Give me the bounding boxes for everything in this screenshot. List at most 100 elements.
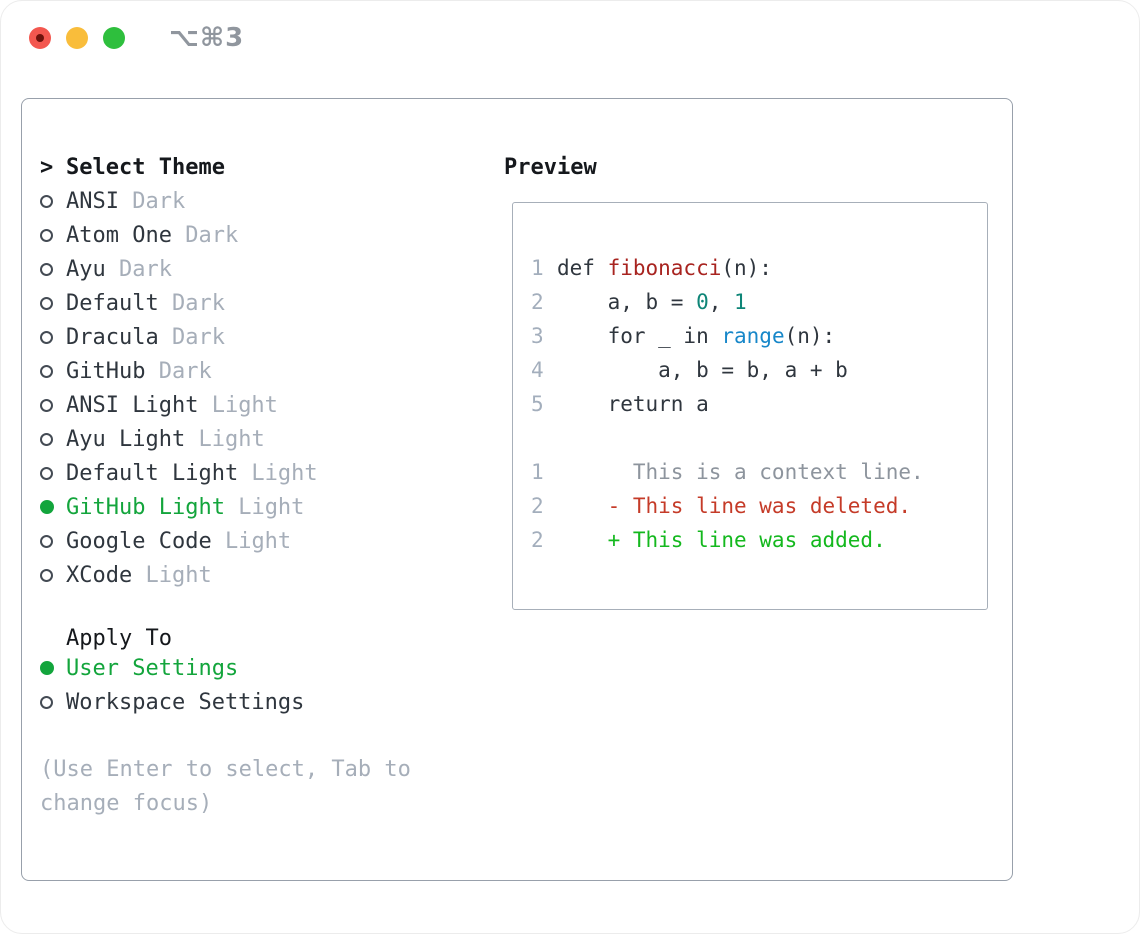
code-line: 4 a, b = b, a + b — [531, 353, 987, 387]
theme-option-github-light[interactable]: GitHub Light Light — [40, 490, 480, 524]
code-line: 2 + This line was added. — [531, 523, 987, 557]
radio-circle — [40, 296, 53, 310]
apply-option-label: User Settings — [66, 655, 239, 681]
theme-variant-label: Dark — [158, 290, 225, 316]
theme-variant-label: Light — [198, 392, 278, 418]
radio-selected-icon — [40, 500, 66, 514]
theme-option-atom-one[interactable]: Atom One Dark — [40, 218, 480, 252]
cursor-marker: > — [40, 155, 66, 180]
apply-option-label: Workspace Settings — [66, 689, 305, 715]
line-number: 2 — [531, 494, 544, 518]
code-segment-plain: (n): — [721, 256, 772, 280]
radio-circle — [40, 500, 54, 514]
code-line: 3 for _ in range(n): — [531, 319, 987, 353]
radio-unselected-icon — [40, 228, 66, 242]
help-text-line-2: change focus) — [40, 791, 213, 816]
help-text: (Use Enter to select, Tab to change focu… — [40, 753, 480, 821]
code-segment-deleted: - This line was deleted. — [557, 494, 912, 518]
code-line: 5 return a — [531, 387, 987, 421]
code-line: 1 This is a context line. — [531, 455, 987, 489]
window-shortcut-label: ⌥⌘3 — [169, 23, 245, 53]
close-button[interactable] — [29, 27, 51, 49]
titlebar: ⌥⌘3 — [1, 1, 1139, 76]
theme-option-github[interactable]: GitHub Dark — [40, 354, 480, 388]
apply-option-workspace-settings[interactable]: Workspace Settings — [40, 685, 480, 719]
radio-unselected-icon — [40, 568, 66, 582]
apply-to-header: Apply To — [66, 626, 172, 651]
theme-option-ansi-light[interactable]: ANSI Light Light — [40, 388, 480, 422]
radio-unselected-icon — [40, 695, 66, 709]
theme-variant-label: Light — [211, 528, 292, 554]
theme-option-xcode[interactable]: XCode Light — [40, 558, 480, 592]
radio-unselected-icon — [40, 262, 66, 276]
theme-option-default[interactable]: Default Dark — [40, 286, 480, 320]
theme-option-google-code[interactable]: Google Code Light — [40, 524, 480, 558]
theme-variant-label: Light — [224, 494, 305, 520]
code-segment-plain: return a — [557, 392, 709, 416]
code-segment-builtin: range — [721, 324, 785, 348]
minimize-button[interactable] — [66, 27, 88, 49]
theme-option-label: Default Light — [66, 460, 239, 486]
theme-option-default-light[interactable]: Default Light Light — [40, 456, 480, 490]
theme-option-ayu[interactable]: Ayu Dark — [40, 252, 480, 286]
theme-option-label: ANSI — [66, 188, 119, 214]
radio-circle — [40, 262, 53, 276]
theme-variant-label: Dark — [105, 256, 172, 282]
radio-circle — [40, 398, 53, 412]
radio-circle — [40, 534, 53, 548]
theme-variant-label: Light — [238, 460, 318, 486]
line-number: 2 — [531, 528, 544, 552]
theme-option-label: Ayu — [66, 256, 106, 282]
code-segment-plain: a, b = — [557, 290, 697, 314]
theme-variant-label: Dark — [171, 222, 239, 248]
theme-option-label: Ayu Light — [66, 426, 186, 452]
theme-variant-label: Dark — [118, 188, 186, 214]
theme-option-label: XCode — [66, 562, 133, 588]
theme-variant-label: Light — [132, 562, 212, 588]
radio-unselected-icon — [40, 398, 66, 412]
code-segment-context: This is a context line. — [557, 460, 924, 484]
apply-option-user-settings[interactable]: User Settings — [40, 651, 480, 685]
theme-variant-label: Dark — [158, 324, 225, 350]
radio-circle — [40, 330, 53, 344]
theme-option-label: Atom One — [66, 222, 172, 248]
select-theme-title: Select Theme — [66, 154, 225, 180]
code-segment-added: + This line was added. — [557, 528, 886, 552]
code-segment-number: 0 — [696, 290, 709, 314]
help-text-line-1: (Use Enter to select, Tab to — [40, 757, 411, 782]
radio-unselected-icon — [40, 194, 66, 208]
radio-unselected-icon — [40, 534, 66, 548]
code-segment-plain: for _ in — [557, 324, 722, 348]
theme-option-ansi[interactable]: ANSI Dark — [40, 184, 480, 218]
radio-circle — [40, 661, 54, 675]
preview-title: Preview — [504, 154, 597, 180]
radio-unselected-icon — [40, 296, 66, 310]
line-number: 5 — [531, 392, 544, 416]
code-segment-plain: (n): — [784, 324, 836, 348]
theme-option-dracula[interactable]: Dracula Dark — [40, 320, 480, 354]
maximize-button[interactable] — [103, 27, 125, 49]
radio-unselected-icon — [40, 432, 66, 446]
select-theme-header: > Select Theme — [40, 150, 480, 184]
theme-option-label: Google Code — [66, 528, 212, 554]
line-number: 4 — [531, 358, 544, 382]
radio-circle — [40, 695, 53, 709]
radio-circle — [40, 364, 53, 378]
cursor-icon: > — [40, 154, 54, 180]
code-line: 2 a, b = 0, 1 — [531, 285, 987, 319]
code-segment-plain: a, b = b, a + b — [557, 358, 848, 382]
radio-circle — [40, 228, 53, 242]
theme-option-label: Default — [66, 290, 159, 316]
line-number: 1 — [531, 460, 544, 484]
code-line — [531, 421, 987, 455]
line-number: 2 — [531, 290, 544, 314]
radio-unselected-icon — [40, 330, 66, 344]
theme-option-ayu-light[interactable]: Ayu Light Light — [40, 422, 480, 456]
radio-circle — [40, 568, 53, 582]
